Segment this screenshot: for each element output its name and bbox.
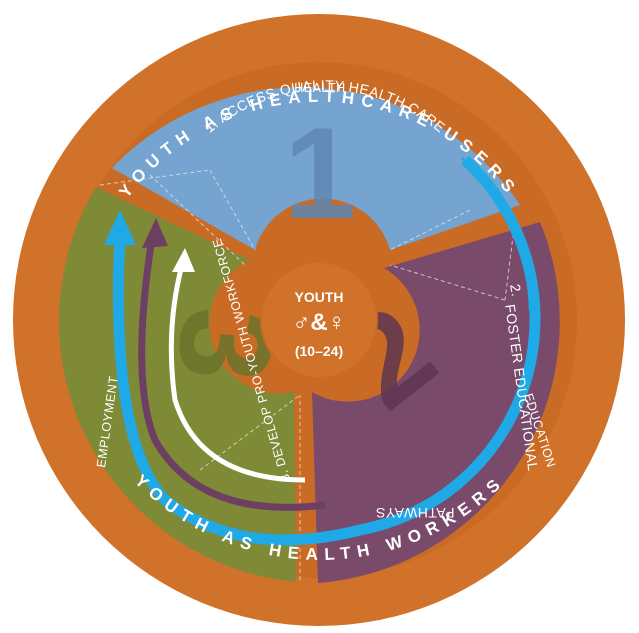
arrow-white: [168, 264, 306, 483]
segment-number-1: 1: [284, 100, 356, 246]
arrow-purple-head: [142, 218, 168, 248]
education-goal-line2: PATHWAYS: [376, 505, 455, 521]
arrow-blue: [112, 155, 541, 546]
segment-education: [312, 222, 560, 583]
center-title: YOUTH: [295, 289, 344, 305]
arrow-blue-thin: [461, 157, 532, 311]
arrow-blue-head: [104, 210, 136, 245]
arrows: [104, 155, 541, 546]
center-circle: [260, 261, 378, 379]
education-goal-prefix: 2.: [507, 283, 525, 298]
arrow-purple: [138, 237, 326, 511]
center-age-range: (10–24): [295, 343, 343, 359]
arrow-white-head: [172, 248, 195, 272]
dashed-guides: [99, 169, 516, 580]
health-category-label: HEALTH: [294, 81, 345, 95]
segment-health: [112, 87, 520, 251]
center-gender-symbols: ♂&♀: [292, 309, 345, 336]
